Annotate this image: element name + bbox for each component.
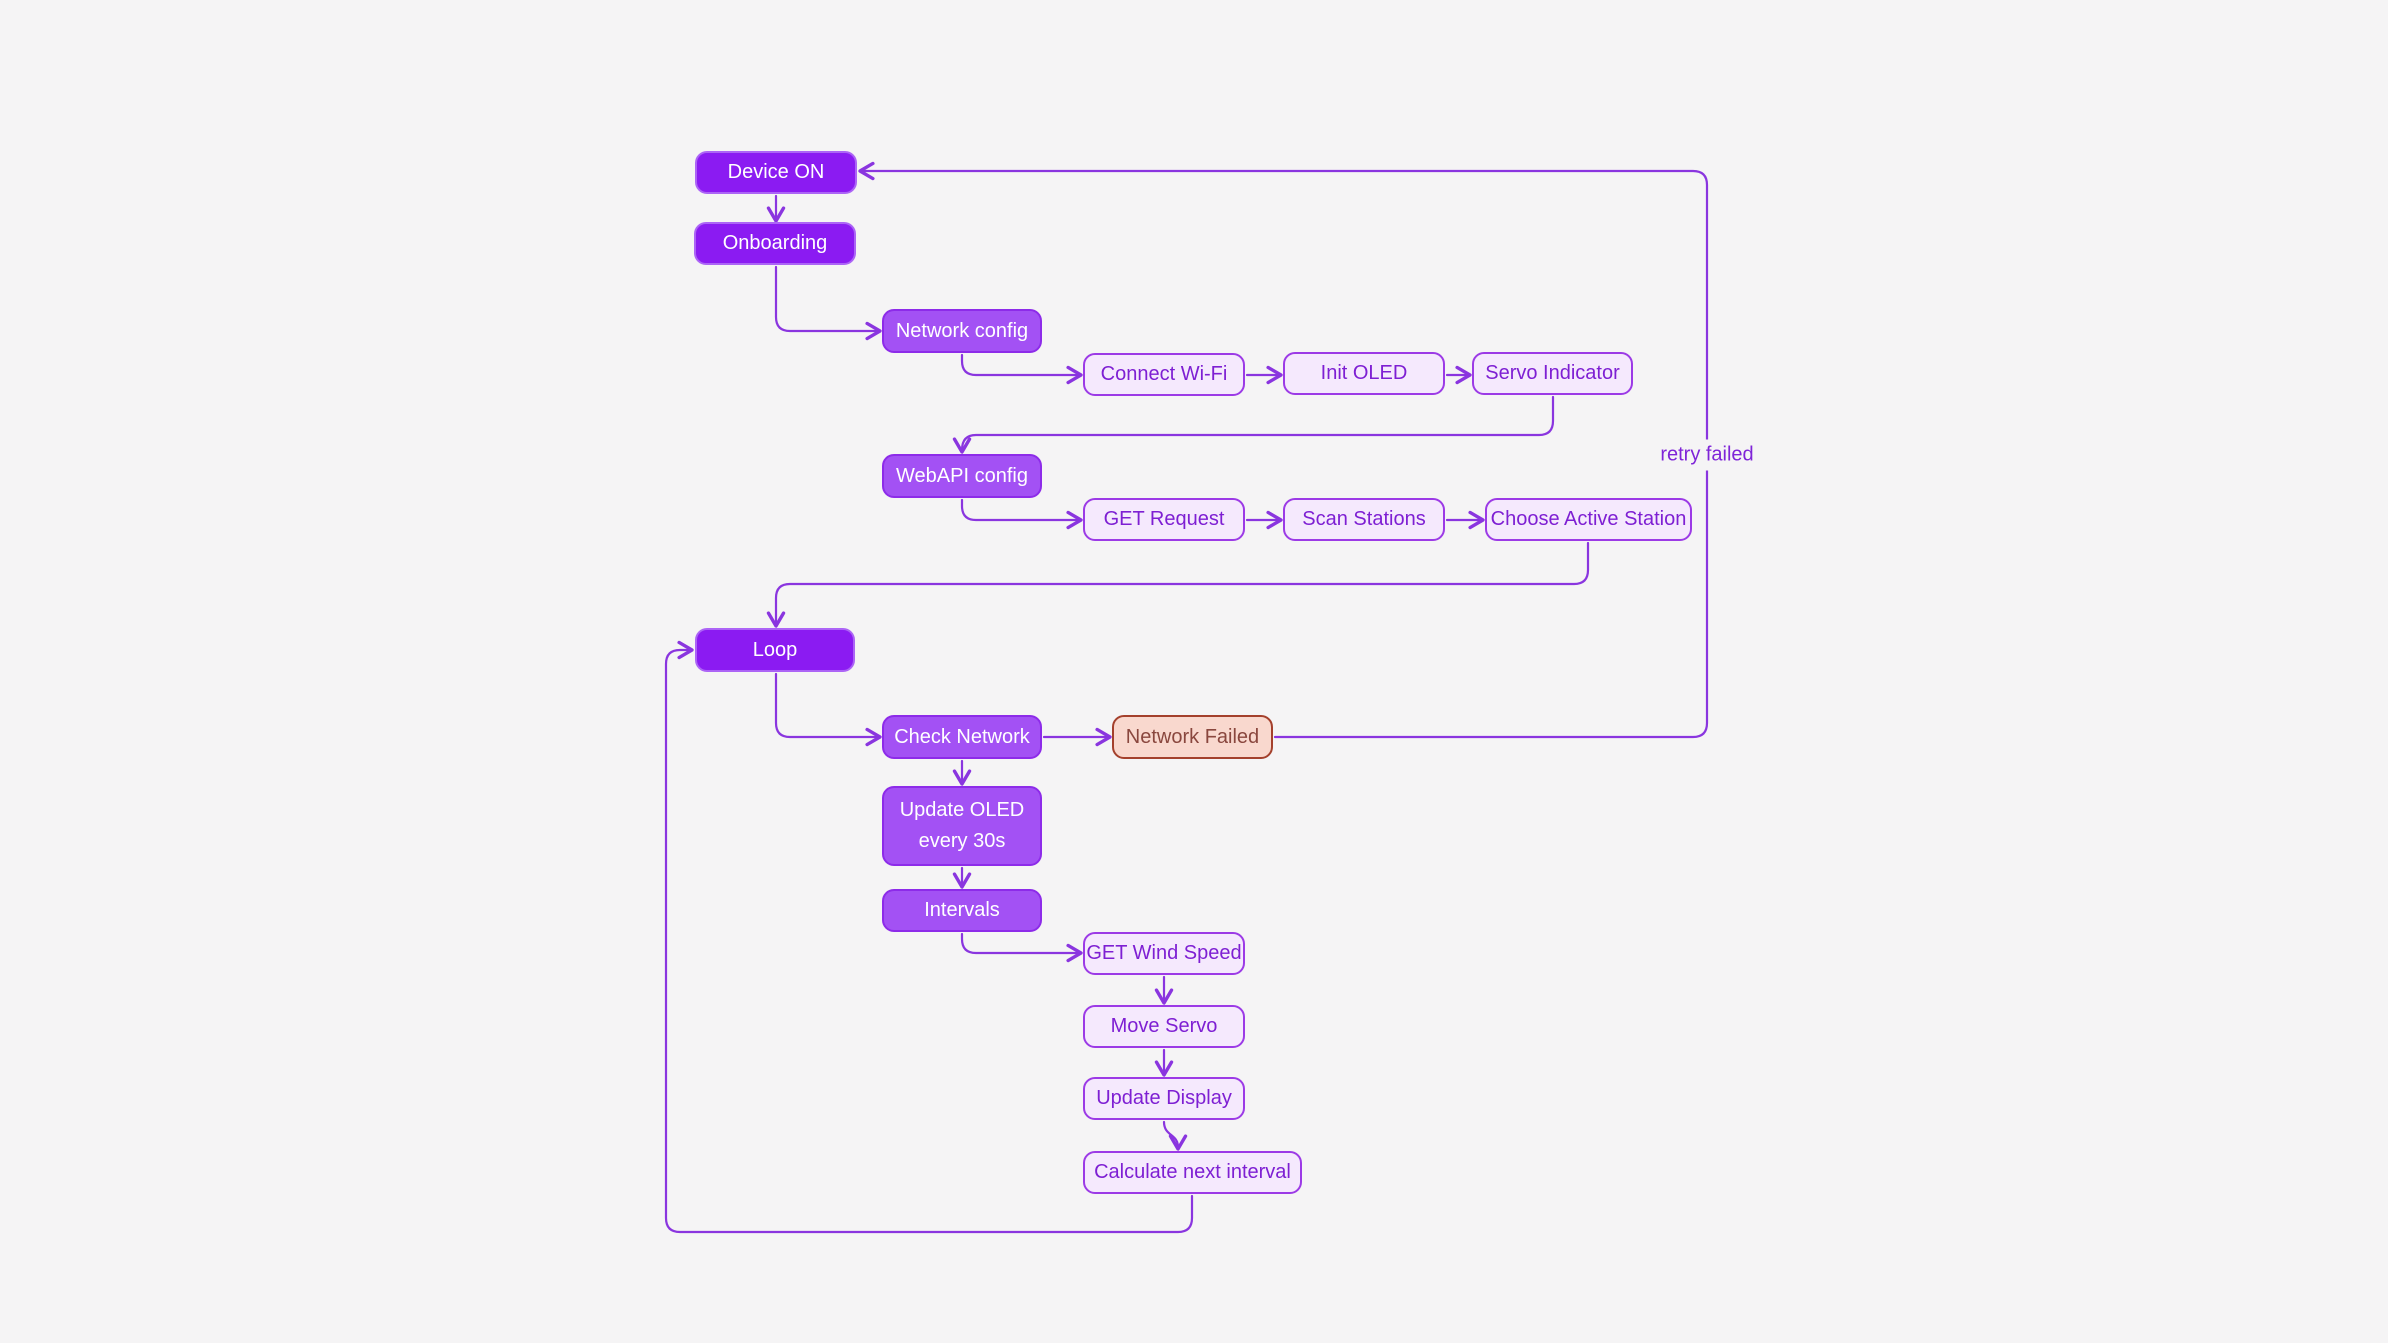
node-choose-active-station: Choose Active Station bbox=[1485, 498, 1692, 541]
edge-network-config-to-connect-wifi bbox=[960, 353, 1083, 385]
node-update-display: Update Display bbox=[1083, 1077, 1245, 1120]
edge-loop-to-check-network bbox=[774, 672, 882, 747]
node-servo-indicator: Servo Indicator bbox=[1472, 352, 1633, 395]
node-check-network: Check Network bbox=[882, 715, 1042, 759]
edge-update-display-to-calculate-next-interval bbox=[1162, 1120, 1188, 1151]
node-update-oled: Update OLED every 30s bbox=[882, 786, 1042, 866]
node-loop: Loop bbox=[695, 628, 855, 672]
node-network-failed: Network Failed bbox=[1112, 715, 1273, 759]
node-calculate-next-interval: Calculate next interval bbox=[1083, 1151, 1302, 1194]
node-get-wind-speed: GET Wind Speed bbox=[1083, 932, 1245, 975]
edge-label-retry-failed: retry failed bbox=[1652, 439, 1762, 471]
edge-intervals-to-get-wind-speed bbox=[960, 932, 1083, 963]
node-scan-stations: Scan Stations bbox=[1283, 498, 1445, 541]
edge-webapi-config-to-get-request bbox=[960, 498, 1083, 530]
node-device-on: Device ON bbox=[695, 151, 857, 194]
edge-choose-active-station-to-loop bbox=[766, 541, 1590, 628]
node-onboarding: Onboarding bbox=[694, 222, 856, 265]
node-move-servo: Move Servo bbox=[1083, 1005, 1245, 1048]
node-get-request: GET Request bbox=[1083, 498, 1245, 541]
node-init-oled: Init OLED bbox=[1283, 352, 1445, 395]
node-webapi-config: WebAPI config bbox=[882, 454, 1042, 498]
edge-servo-indicator-to-webapi-config bbox=[952, 395, 1555, 454]
edge-onboarding-to-network-config bbox=[774, 265, 882, 341]
edge-calculate-next-interval-to-loop bbox=[664, 640, 1194, 1234]
node-network-config: Network config bbox=[882, 309, 1042, 353]
node-connect-wifi: Connect Wi-Fi bbox=[1083, 353, 1245, 396]
node-intervals: Intervals bbox=[882, 889, 1042, 932]
